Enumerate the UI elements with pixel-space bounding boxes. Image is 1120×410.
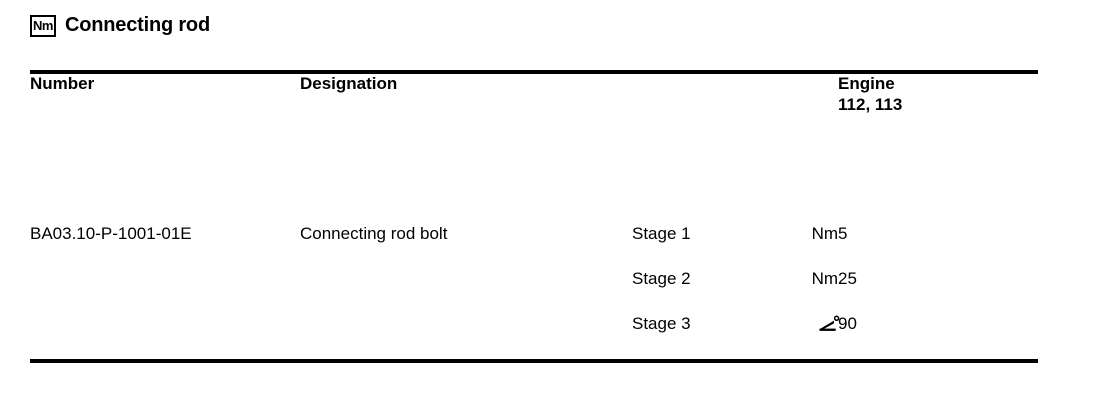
header-engine: Engine 112, 113 [838,72,1038,224]
cell-stage-1: Stage 1 [632,224,774,269]
page-title-text: Connecting rod [65,14,210,36]
unit-2-label: Nm [811,269,839,288]
cell-unit-2: Nm [774,269,838,314]
stage-3-label: Stage 3 [632,314,691,333]
cell-stage-2: Stage 2 [632,269,774,314]
cell-designation: Connecting rod bolt [300,224,632,361]
cell-value-3: 90 [838,314,1038,361]
table-row: Stage 3 90 [30,314,1038,361]
cell-value-1: 5 [838,224,1038,269]
page-title: Nm Connecting rod [30,14,210,37]
cell-stage-3: Stage 3 [632,314,774,361]
table-header-row: Number Designation Engine 112, 113 [30,72,1038,224]
header-engine-line2: 112, 113 [838,94,903,114]
cell-unit-1: Nm [774,224,838,269]
nm-unit-icon: Nm [30,14,56,37]
cell-value-2: 25 [838,269,1038,314]
designation-value: Connecting rod bolt [300,224,448,243]
header-designation-label: Designation [300,74,398,93]
header-number-label: Number [30,74,95,93]
table-row: BA03.10-P-1001-01E Connecting rod bolt S… [30,224,1038,269]
torque-specification-table: Number Designation Engine 112, 113 BA03.… [30,70,1039,363]
header-engine-line1: Engine [838,74,895,93]
header-designation: Designation [300,72,838,224]
stage-2-label: Stage 2 [632,269,691,288]
header-number: Number [30,72,300,224]
unit-1-label: Nm [811,224,839,243]
part-number-value: BA03.10-P-1001-01E [30,224,192,243]
cell-part-number: BA03.10-P-1001-01E [30,224,300,361]
stage-1-label: Stage 1 [632,224,691,243]
value-2-text: 25 [838,269,857,288]
cell-unit-3 [774,314,840,361]
nm-badge-label: Nm [33,18,53,33]
table-row: Stage 2 Nm 25 [30,269,1038,314]
angle-degree-icon [818,315,840,331]
value-3-text: 90 [838,314,857,333]
value-1-text: 5 [838,224,848,243]
